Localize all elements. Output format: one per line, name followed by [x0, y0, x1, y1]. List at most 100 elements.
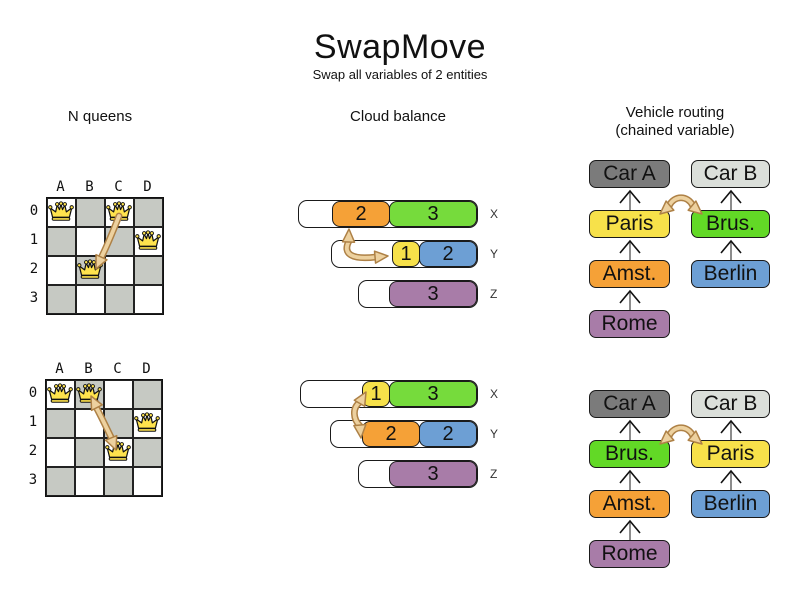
board-cell [47, 256, 76, 285]
heading-vehicle-routing: Vehicle routing (chained variable) [584, 104, 766, 140]
queen-holder [76, 259, 103, 280]
queen-holder [47, 201, 74, 222]
process-block: 2 [362, 421, 420, 447]
chain-arrow-icon [719, 469, 742, 490]
queen-holder [105, 201, 132, 222]
board-row-label: 0 [28, 385, 38, 401]
chain-arrow-icon [719, 189, 742, 210]
board-col-label: A [56, 179, 65, 195]
chain-arrow-icon [618, 289, 641, 310]
computer-label: X [490, 387, 499, 401]
computer-label: Y [490, 247, 499, 261]
chain-arrow-icon [618, 189, 641, 210]
computer-row: 3 [358, 460, 478, 488]
chain-arrow-icon [618, 519, 641, 540]
vehicle-box: Berlin [691, 490, 770, 518]
board-cell [76, 198, 105, 227]
swap-arrow-shaft [667, 195, 695, 208]
chess-board [45, 379, 163, 497]
board-cell [75, 438, 104, 467]
vehicle-box: Car B [691, 390, 770, 418]
queen-icon [134, 230, 161, 250]
board-cell [104, 409, 133, 438]
board-cell [47, 285, 76, 314]
vehicle-box: Amst. [589, 260, 670, 288]
swap-arrow-shaft [665, 194, 697, 210]
queen-holder [134, 230, 161, 251]
chain-arrow-connector [617, 188, 643, 210]
board-cell [134, 285, 163, 314]
board-cell [133, 467, 162, 496]
computer-label: Z [490, 287, 498, 301]
heading-nqueens: N queens [67, 108, 133, 125]
board-cell [47, 227, 76, 256]
computer-label: Y [490, 427, 499, 441]
vehicle-box: Amst. [589, 490, 670, 518]
process-block: 2 [419, 241, 477, 267]
board-cell [104, 380, 133, 409]
vehicle-box: Rome [589, 310, 670, 338]
board-col-label: B [85, 179, 94, 195]
board-row-label: 3 [28, 472, 38, 488]
queen-icon [104, 441, 131, 461]
vehicle-box: Rome [589, 540, 670, 568]
board-cell [104, 467, 133, 496]
board-cell [46, 467, 75, 496]
queen-holder [75, 383, 102, 404]
chain-arrow-connector [617, 238, 643, 260]
board-cell [46, 438, 75, 467]
queen-icon [46, 383, 73, 403]
board-col-label: C [113, 361, 122, 377]
page-subtitle: Swap all variables of 2 entities [312, 67, 488, 82]
process-block: 2 [332, 201, 390, 227]
queen-icon [105, 201, 132, 221]
board-cell [75, 467, 104, 496]
board-cell [105, 256, 134, 285]
queen-holder [104, 441, 131, 462]
queen-icon [76, 259, 103, 279]
chain-arrow-connector [617, 518, 643, 540]
chain-arrow-connector [617, 468, 643, 490]
board-row-label: 1 [29, 232, 39, 248]
process-block: 3 [389, 381, 477, 407]
vehicle-box: Brus. [589, 440, 670, 468]
process-block: 3 [389, 461, 477, 487]
chain-arrow-connector [718, 188, 744, 210]
heading-vehicle-line2: (chained variable) [615, 122, 735, 139]
process-block: 1 [362, 381, 390, 407]
queen-icon [133, 412, 160, 432]
process-block: 3 [389, 281, 477, 307]
board-row-label: 0 [29, 203, 39, 219]
chain-arrow-connector [718, 468, 744, 490]
board-cell [133, 380, 162, 409]
queen-icon [75, 383, 102, 403]
vehicle-box: Car A [589, 160, 670, 188]
vehicle-box: Paris [691, 440, 770, 468]
board-col-label: D [142, 361, 151, 377]
queen-holder [46, 383, 73, 404]
chain-arrow-icon [719, 419, 742, 440]
vehicle-box: Berlin [691, 260, 770, 288]
board-col-label: B [84, 361, 93, 377]
heading-cloud-balance: Cloud balance [350, 108, 446, 125]
board-col-label: A [55, 361, 64, 377]
chain-arrow-icon [618, 469, 641, 490]
board-row-label: 2 [28, 443, 38, 459]
vehicle-box: Brus. [691, 210, 770, 238]
board-cell [46, 409, 75, 438]
chain-arrow-icon [618, 419, 641, 440]
board-cell [133, 438, 162, 467]
process-block: 3 [389, 201, 477, 227]
board-row-label: 1 [28, 414, 38, 430]
board-cell [134, 198, 163, 227]
queen-icon [47, 201, 74, 221]
board-row-label: 3 [29, 290, 39, 306]
chain-arrow-icon [719, 239, 742, 260]
board-cell [134, 256, 163, 285]
vehicle-box: Car B [691, 160, 770, 188]
board-cell [105, 285, 134, 314]
